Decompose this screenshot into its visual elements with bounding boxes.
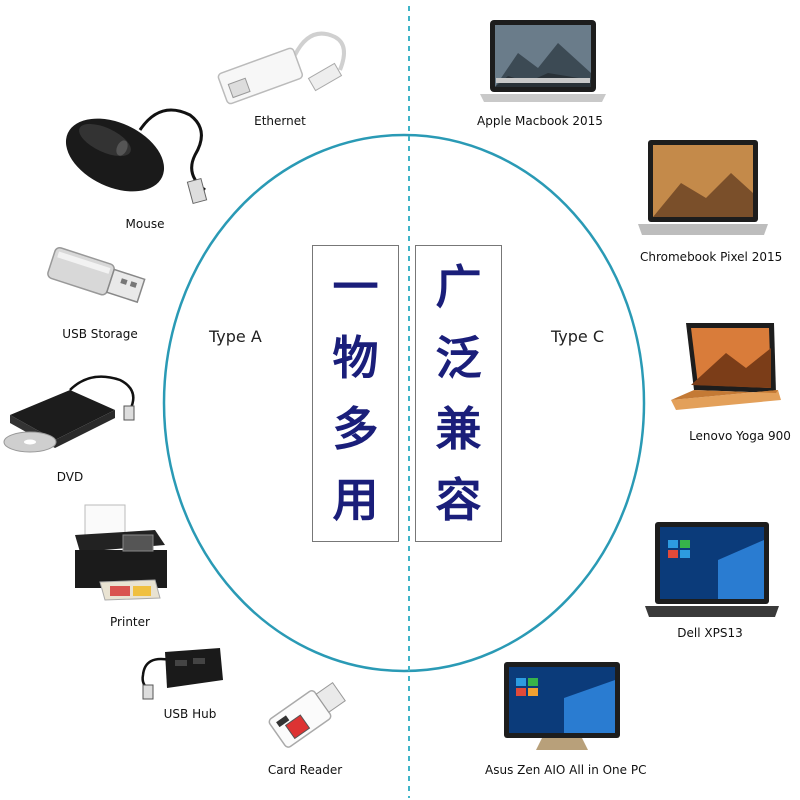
asus-aio-label: Asus Zen AIO All in One PC (485, 763, 647, 777)
compatibility-circle (162, 133, 646, 673)
usb-hub-label: USB Hub (163, 707, 217, 721)
slogan-char: 兼 (435, 401, 482, 456)
dvd-drive-image (3, 375, 135, 453)
usb-storage-image (47, 247, 146, 304)
asus-aio-image (504, 662, 620, 750)
chromebook-label: Chromebook Pixel 2015 (640, 250, 783, 264)
lenovo-yoga-label: Lenovo Yoga 900 (689, 429, 791, 443)
type-a-label: Type A (209, 327, 262, 346)
ethernet-adapter-image (217, 31, 346, 105)
mouse-label: Mouse (125, 217, 165, 231)
slogan-char: 泛 (435, 331, 482, 386)
slogan-char: 用 (332, 472, 379, 527)
slogan-char: 多 (332, 401, 379, 456)
dell-xps-label: Dell XPS13 (677, 626, 743, 640)
slogan-char: 容 (435, 472, 482, 527)
slogan-char: 一 (332, 260, 379, 315)
chromebook-image (638, 140, 768, 235)
usb-storage-label: USB Storage (62, 327, 138, 341)
type-c-label: Type C (551, 327, 605, 346)
mouse-image (65, 108, 208, 205)
slogan-box-left: 一 物 多 用 (312, 245, 399, 542)
slogan-box-right: 广 泛 兼 容 (415, 245, 502, 542)
usb-hub-image (141, 648, 223, 700)
ethernet-label: Ethernet (254, 114, 306, 128)
card-reader-image (268, 681, 346, 748)
dvd-label: DVD (56, 470, 84, 484)
dell-xps-image (645, 522, 779, 617)
slogan-char: 广 (435, 260, 482, 315)
card-reader-label: Card Reader (267, 763, 343, 777)
slogan-char: 物 (332, 331, 379, 386)
printer-image (75, 504, 167, 601)
macbook-image (480, 20, 606, 102)
printer-label: Printer (110, 615, 150, 629)
macbook-label: Apple Macbook 2015 (477, 114, 603, 128)
lenovo-yoga-image (671, 323, 781, 410)
